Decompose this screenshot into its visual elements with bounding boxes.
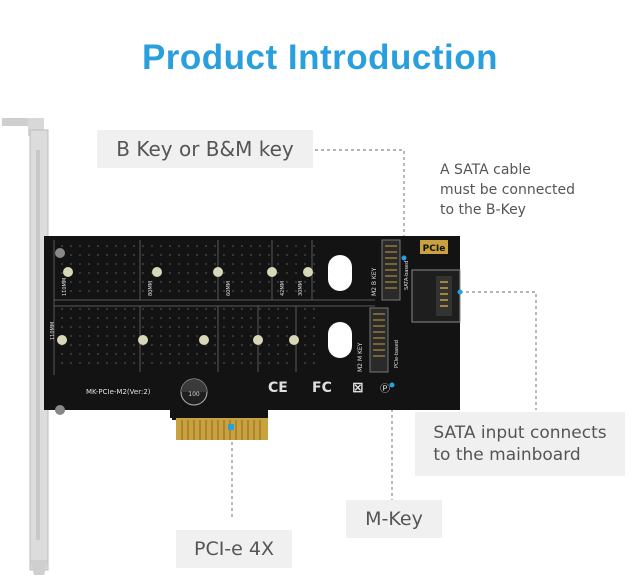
m2-socket-b-key [381, 239, 401, 301]
sata-cable-note: A SATA cable must be connected to the B-… [440, 162, 576, 218]
sata-based-label: SATA-based [404, 261, 410, 290]
screw-hole [55, 405, 65, 415]
mounting-bracket [2, 118, 49, 575]
svg-text:100: 100 [188, 391, 200, 398]
mounting-cutouts [328, 255, 352, 358]
sata-input-callout-text: SATA input connects to the mainboard [433, 423, 607, 465]
size-label-42: 42MM [280, 281, 286, 296]
b-key-callout: B Key or B&M key [97, 130, 313, 168]
board-model-text: MK-PCIe-M2(Ver:2) [86, 388, 151, 396]
pcie-callout: PCI-e 4X [176, 530, 292, 568]
sata-input-callout: SATA input connects to the mainboard [415, 412, 625, 476]
fc-mark: FC [312, 380, 332, 396]
sata-connector [411, 269, 461, 323]
m-key-callout: M-Key [346, 500, 442, 538]
ce-mark: CE [268, 380, 288, 396]
slot1-key-label: M2 B KEY [371, 267, 378, 296]
capacitor: 100 [180, 378, 208, 406]
pcie-callout-text: PCI-e 4X [193, 538, 275, 560]
m2-socket-m-key [369, 307, 389, 373]
size-label-110: 110MM [62, 278, 68, 296]
pcie-badge-text: PCIe [423, 244, 446, 254]
m-key-callout-text: M-Key [365, 508, 423, 530]
size-label-30: 30MM [298, 281, 304, 296]
pcie-gold-fingers [176, 418, 268, 440]
pb-free-icon: Ⓟ [380, 383, 390, 395]
slot2-key-label: M2 M KEY [357, 342, 364, 372]
standoff-holes [57, 267, 313, 345]
pcb-vias [60, 244, 316, 365]
leader-b-key [315, 149, 405, 238]
weee-icon: ⊠ [352, 380, 364, 396]
indicator-dots [228, 255, 463, 430]
pcie-badge [420, 240, 448, 254]
b-key-callout-text: B Key or B&M key [116, 137, 294, 161]
pcb-board: 100 PCIe MK-PCIe-M2(Ver:2) CE FC ⊠ Ⓟ M2 … [44, 236, 463, 440]
screw-hole [55, 248, 65, 258]
size-label-80: 80MM [148, 281, 154, 296]
pcie-based-label: PCIe-based [394, 340, 400, 368]
size-label-110-lower: 110MM [50, 322, 56, 340]
page-title: Product Introduction [141, 38, 499, 77]
size-label-60: 60MM [226, 281, 232, 296]
leader-sata-input [460, 291, 537, 410]
